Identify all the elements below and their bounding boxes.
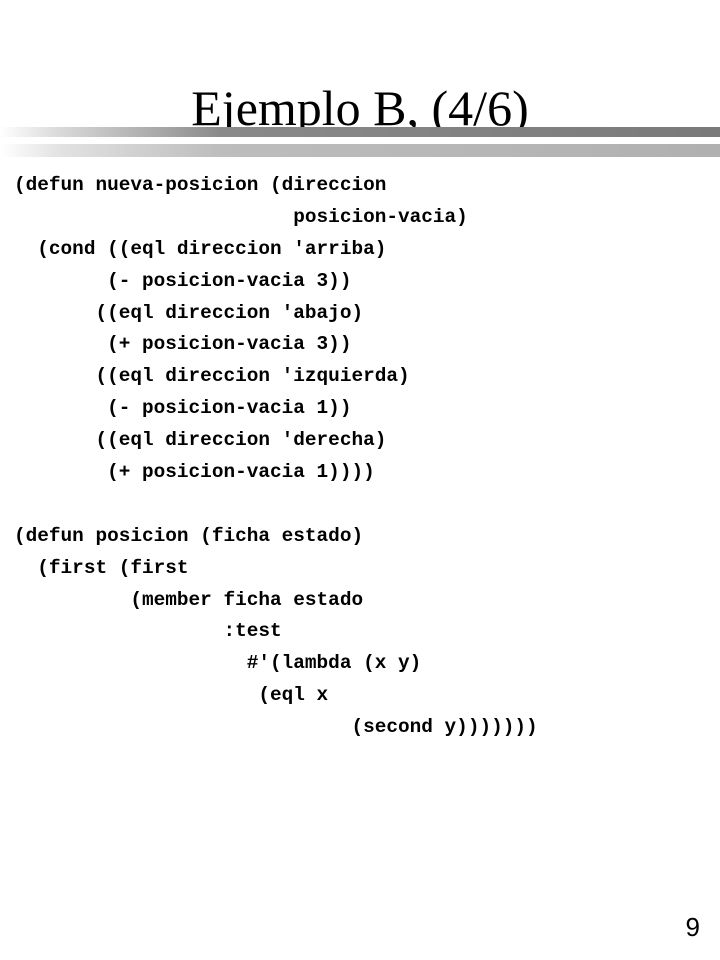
- code-line: (defun nueva-posicion (direccion: [14, 174, 387, 196]
- code-line: (- posicion-vacia 1)): [14, 397, 352, 420]
- code-line: [14, 489, 538, 521]
- code-line: (- posicion-vacia 3)): [14, 269, 352, 292]
- code-block: (defun nueva-posicion (direccion posicio…: [14, 170, 538, 744]
- code-line: (eql x: [14, 684, 329, 707]
- code-line: (+ posicion-vacia 3)): [14, 333, 352, 356]
- title-divider-top: [0, 127, 720, 137]
- code-line: ((eql direccion 'derecha): [14, 429, 387, 452]
- code-line: ((eql direccion 'izquierda): [14, 365, 410, 388]
- code-line: (cond ((eql direccion 'arriba): [14, 237, 387, 260]
- code-line: ((eql direccion 'abajo): [14, 301, 364, 324]
- code-line: (first (first: [14, 556, 189, 579]
- code-line: (member ficha estado: [14, 588, 364, 611]
- code-line: (second y))))))): [14, 716, 538, 739]
- code-line: :test: [14, 620, 282, 643]
- code-line: (+ posicion-vacia 1)))): [14, 461, 375, 484]
- code-line: (defun posicion (ficha estado): [14, 524, 364, 547]
- title-divider-bottom: [0, 144, 720, 157]
- page-number: 9: [685, 912, 700, 942]
- code-line: #'(lambda (x y): [14, 652, 422, 675]
- code-line: posicion-vacia): [14, 205, 468, 228]
- slide-title: Ejemplo B, (4/6): [191, 79, 529, 136]
